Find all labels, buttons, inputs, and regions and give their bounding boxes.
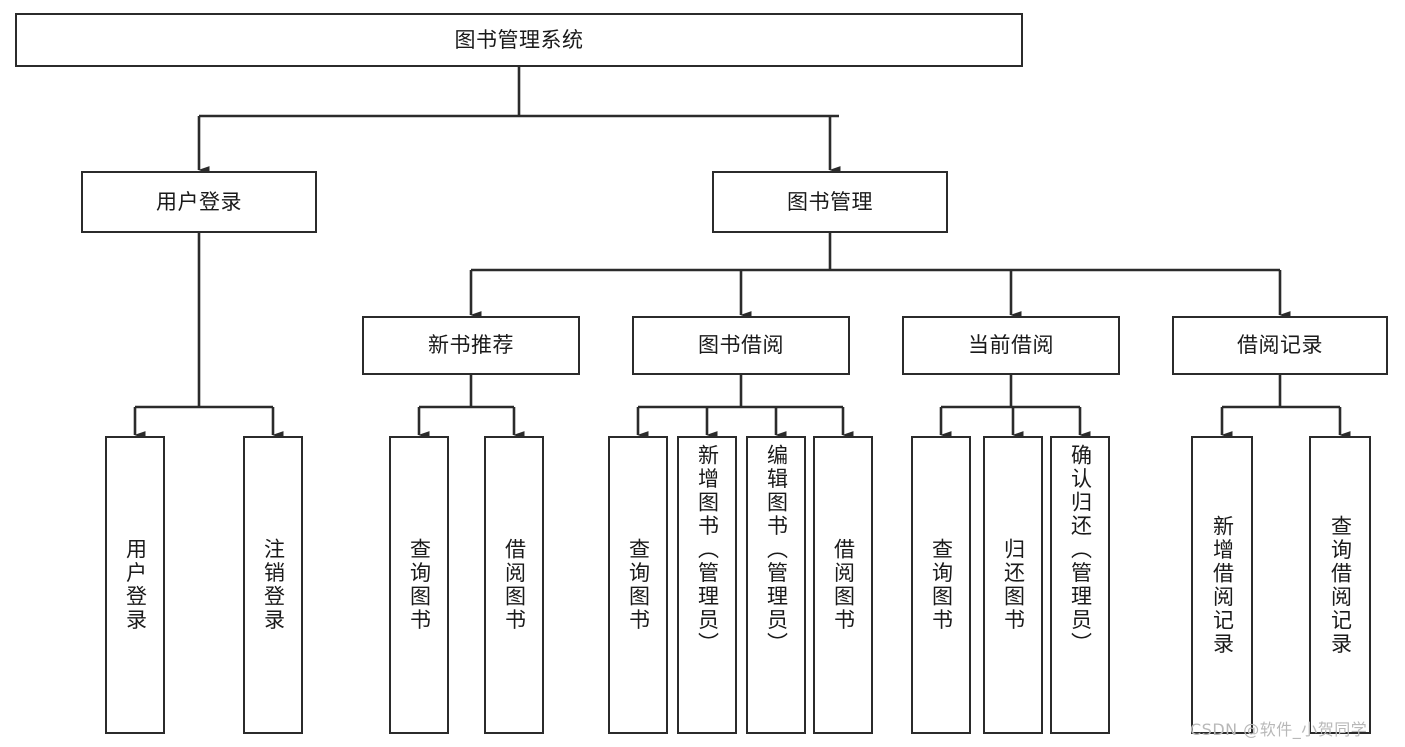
leaf-label: 查询图书	[407, 538, 432, 632]
leaf-edit-book-admin[interactable]: 编辑图书（管理员）	[746, 436, 806, 734]
leaf-label: 查询借阅记录	[1328, 514, 1353, 656]
node-label: 用户登录	[156, 189, 242, 214]
node-label: 当前借阅	[968, 333, 1054, 358]
leaf-user-login[interactable]: 用户登录	[105, 436, 165, 734]
leaf-label: 用户登录	[123, 538, 148, 632]
leaf-label: 新增借阅记录	[1210, 514, 1235, 656]
leaf-label: 归还图书	[1001, 538, 1026, 632]
node-book-borrow[interactable]: 图书借阅	[632, 316, 850, 375]
leaf-label: 借阅图书	[831, 538, 856, 632]
node-label: 图书借阅	[698, 333, 784, 358]
node-user-login[interactable]: 用户登录	[81, 171, 317, 233]
node-label: 借阅记录	[1237, 333, 1323, 358]
node-current-borrow[interactable]: 当前借阅	[902, 316, 1120, 375]
node-new-book-recommend[interactable]: 新书推荐	[362, 316, 580, 375]
leaf-query-book-recommend[interactable]: 查询图书	[389, 436, 449, 734]
node-book-management[interactable]: 图书管理	[712, 171, 948, 233]
leaf-label: 注销登录	[261, 538, 286, 632]
leaf-query-book-current[interactable]: 查询图书	[911, 436, 971, 734]
leaf-label: 确认归还（管理员）	[1068, 444, 1093, 656]
leaf-confirm-return-admin[interactable]: 确认归还（管理员）	[1050, 436, 1110, 734]
leaf-add-book-admin[interactable]: 新增图书（管理员）	[677, 436, 737, 734]
node-label: 图书管理系统	[454, 27, 584, 52]
leaf-label: 查询图书	[626, 538, 651, 632]
node-root-system[interactable]: 图书管理系统	[15, 13, 1023, 67]
leaf-add-borrow-record[interactable]: 新增借阅记录	[1191, 436, 1253, 734]
leaf-label: 借阅图书	[502, 538, 527, 632]
leaf-logout[interactable]: 注销登录	[243, 436, 303, 734]
leaf-label: 新增图书（管理员）	[695, 444, 720, 656]
watermark-text: CSDN @软件_小贺同学	[1190, 720, 1368, 739]
leaf-label: 编辑图书（管理员）	[764, 444, 789, 656]
csdn-watermark: CSDN @软件_小贺同学	[1190, 716, 1367, 740]
leaf-query-book-borrow[interactable]: 查询图书	[608, 436, 668, 734]
leaf-label: 查询图书	[929, 538, 954, 632]
node-label: 新书推荐	[428, 333, 514, 358]
node-label: 图书管理	[787, 189, 873, 214]
node-borrow-record[interactable]: 借阅记录	[1172, 316, 1388, 375]
leaf-borrow-book-recommend[interactable]: 借阅图书	[484, 436, 544, 734]
leaf-borrow-book[interactable]: 借阅图书	[813, 436, 873, 734]
leaf-query-borrow-record[interactable]: 查询借阅记录	[1309, 436, 1371, 734]
leaf-return-book[interactable]: 归还图书	[983, 436, 1043, 734]
